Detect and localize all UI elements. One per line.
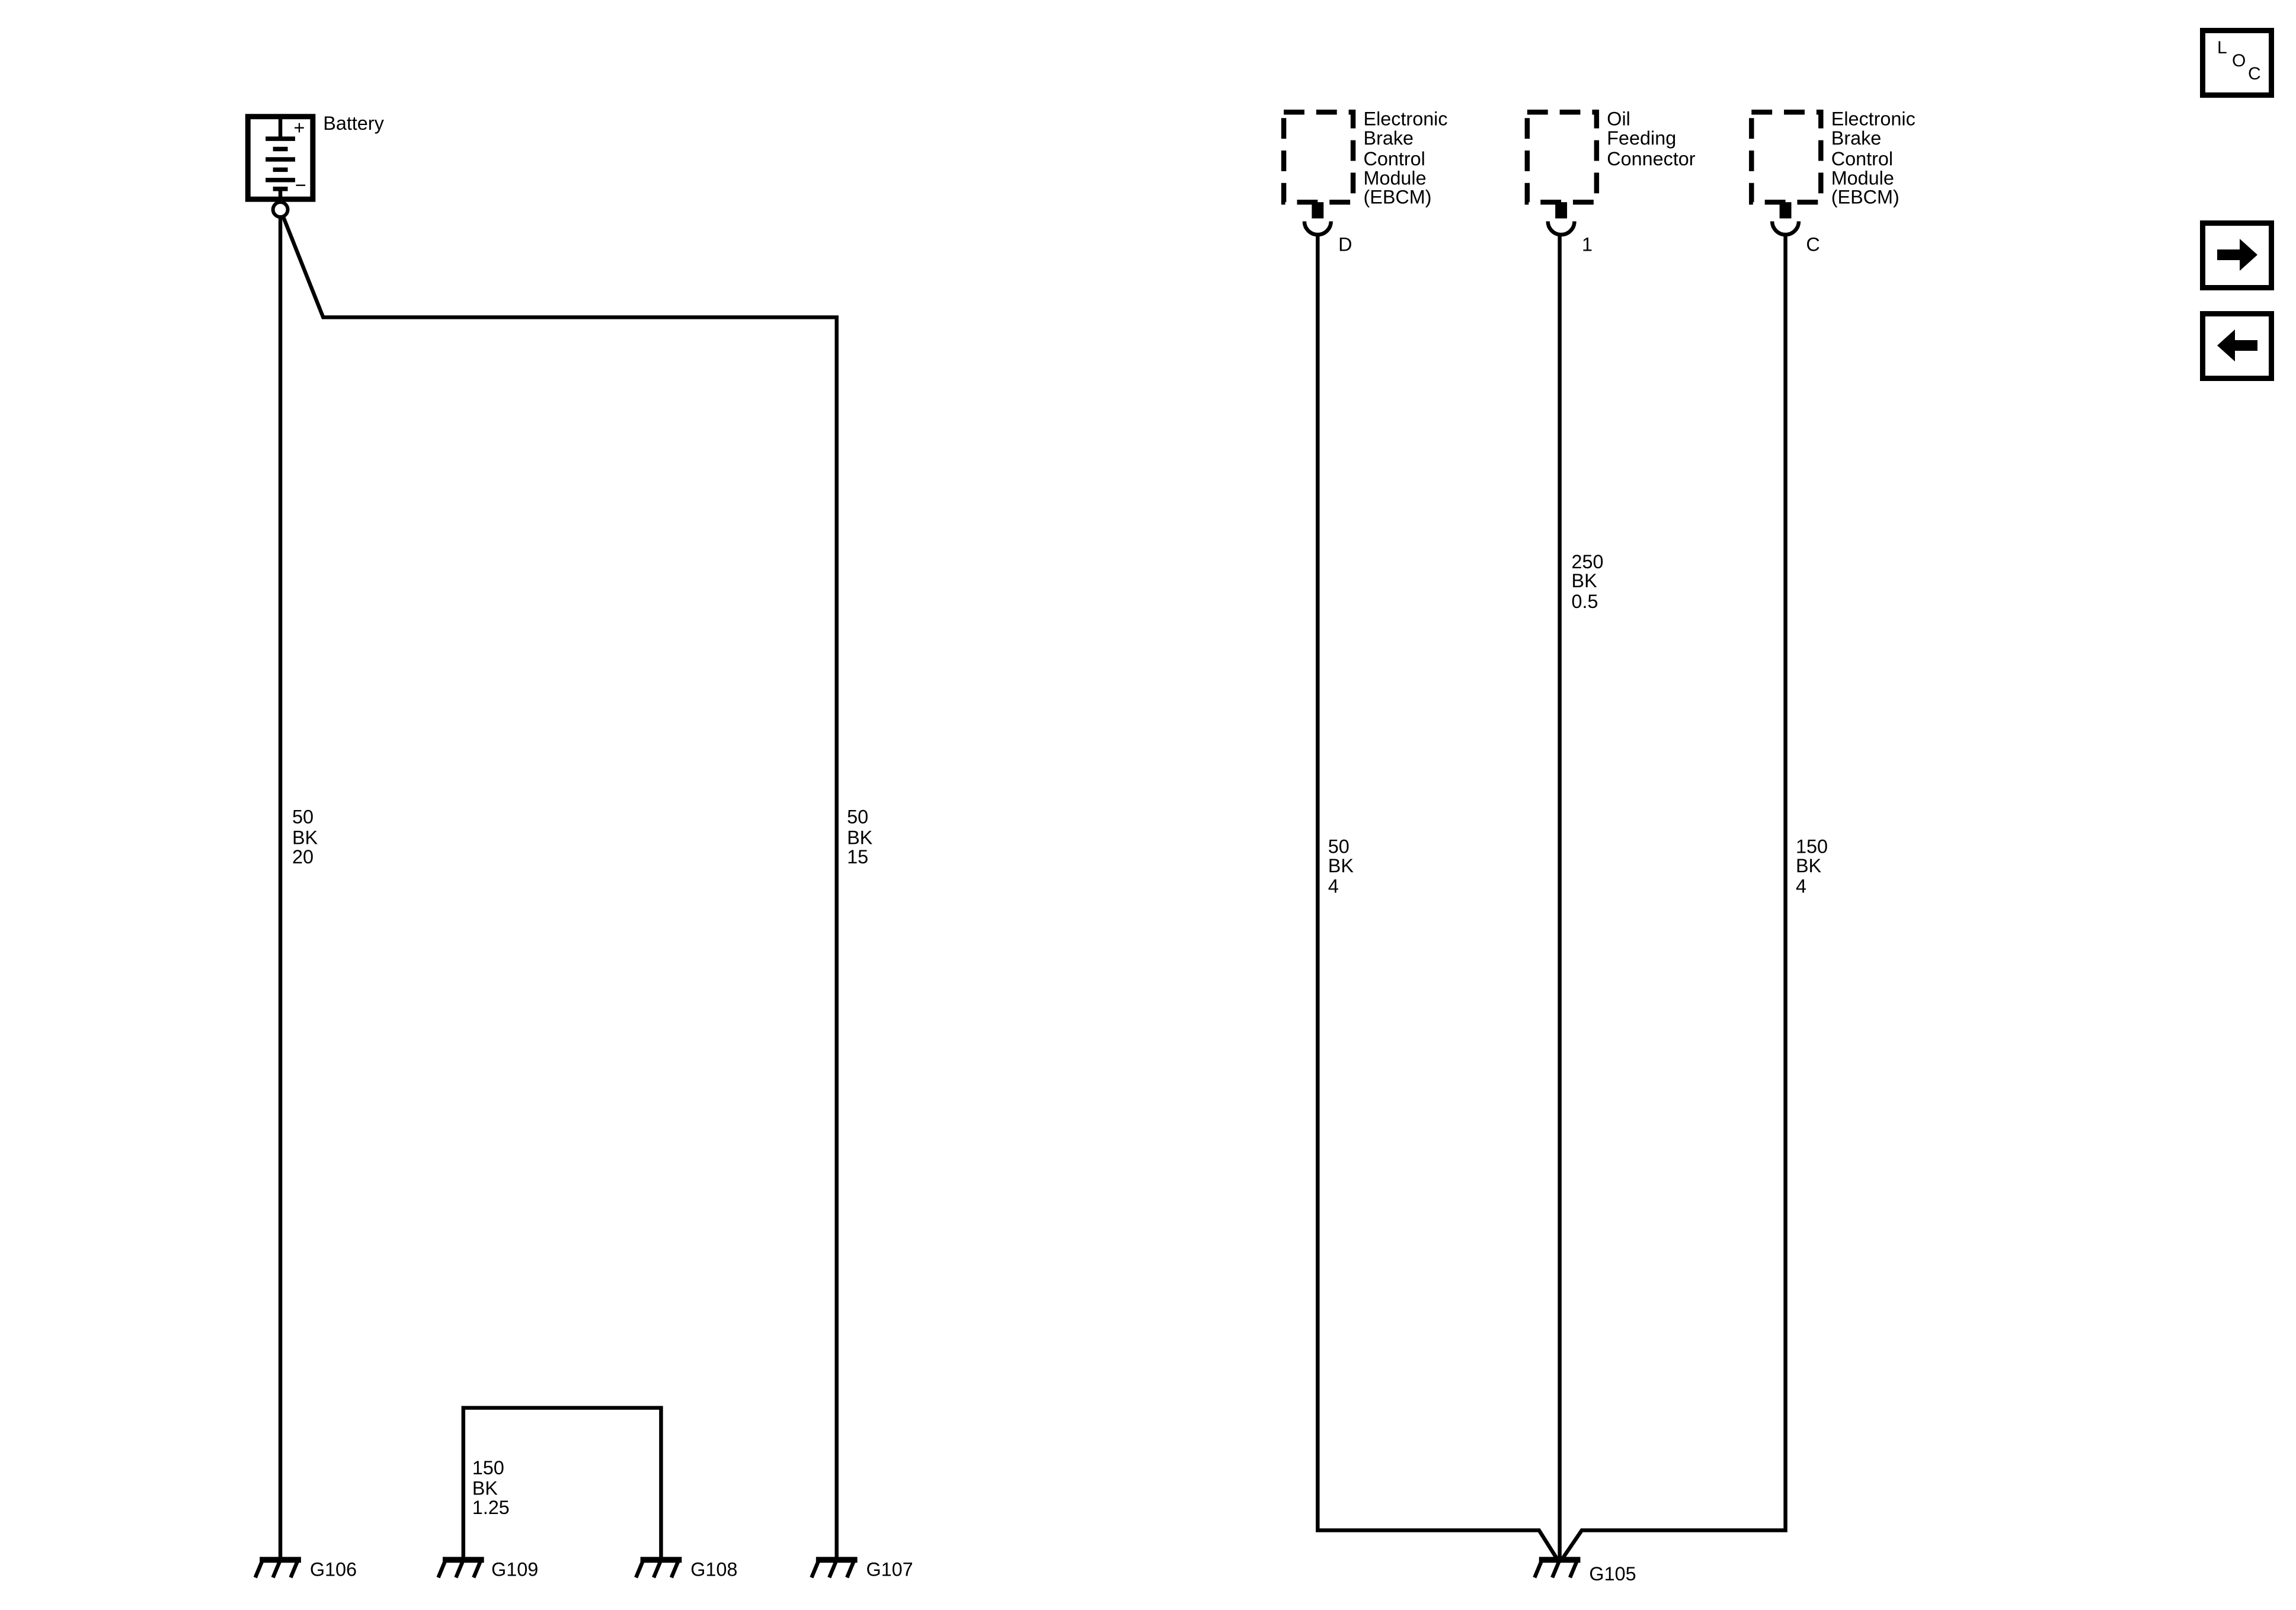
ground-label: G106	[310, 1559, 357, 1580]
wire-label-6: 150 BK 4	[1796, 836, 1828, 897]
svg-text:15: 15	[847, 846, 868, 868]
svg-text:BK: BK	[472, 1478, 498, 1499]
battery-symbol: + −	[245, 114, 316, 219]
back-button[interactable]	[2200, 311, 2274, 381]
wire-ebcm-d	[1316, 233, 1559, 1560]
svg-text:150: 150	[472, 1457, 504, 1478]
arrow-left-icon	[2217, 329, 2257, 361]
component-ebcm-d	[1281, 110, 1356, 237]
svg-text:50: 50	[292, 806, 314, 828]
ground-g105-icon	[1533, 1557, 1581, 1579]
svg-text:Electronic: Electronic	[1831, 108, 1916, 130]
svg-text:Brake: Brake	[1831, 127, 1882, 149]
svg-text:(EBCM): (EBCM)	[1363, 187, 1431, 208]
ground-label: G109	[491, 1559, 538, 1580]
svg-text:BK: BK	[1796, 855, 1822, 876]
loc-letter-c: C	[2248, 64, 2261, 84]
svg-text:4: 4	[1796, 876, 1806, 897]
svg-text:20: 20	[292, 846, 314, 868]
pin-label: D	[1338, 233, 1352, 255]
svg-text:−: −	[295, 175, 306, 196]
svg-text:Control: Control	[1831, 148, 1893, 169]
wire-ebcm-c	[1560, 233, 1787, 1560]
svg-text:(EBCM): (EBCM)	[1831, 187, 1900, 208]
battery-label: Battery	[323, 113, 384, 134]
svg-text:BK: BK	[1328, 855, 1354, 876]
ground-g108-icon	[634, 1557, 682, 1579]
pin-label: C	[1806, 233, 1819, 255]
svg-text:BK: BK	[847, 827, 873, 848]
wire-label-2: 50 BK 15	[847, 806, 873, 868]
svg-text:50: 50	[847, 806, 868, 828]
wire-label-5: 250 BK 0.5	[1572, 551, 1604, 612]
ground-label: G107	[866, 1559, 913, 1580]
svg-text:0.5: 0.5	[1572, 591, 1598, 612]
svg-text:BK: BK	[292, 827, 318, 848]
svg-text:Control: Control	[1363, 148, 1425, 169]
loc-button[interactable]: L O C	[2200, 28, 2274, 98]
svg-text:Module: Module	[1363, 167, 1426, 188]
wire-label-3: 150 BK 1.25	[472, 1457, 510, 1518]
ground-g109-icon	[436, 1557, 484, 1579]
loc-letter-l: L	[2217, 38, 2227, 57]
svg-text:BK: BK	[1572, 570, 1598, 591]
ground-label: G108	[690, 1559, 737, 1580]
svg-text:1.25: 1.25	[472, 1497, 510, 1518]
component-oil-feeding	[1524, 110, 1600, 237]
component-ebcm-c	[1749, 110, 1824, 237]
svg-text:Brake: Brake	[1363, 127, 1414, 149]
wire-label-4: 50 BK 4	[1328, 836, 1354, 897]
svg-text:Module: Module	[1831, 167, 1894, 188]
component-label-ebcm-d: Electronic Brake Control Module (EBCM)	[1363, 108, 1447, 208]
ground-g106-icon	[253, 1557, 301, 1579]
component-label-oil-feeding: Oil Feeding Connector	[1607, 108, 1696, 169]
svg-text:Electronic: Electronic	[1363, 108, 1447, 130]
ground-label: G105	[1589, 1563, 1636, 1585]
component-label-ebcm-c: Electronic Brake Control Module (EBCM)	[1831, 108, 1916, 208]
wire-g109-g108	[461, 1406, 663, 1560]
svg-text:Connector: Connector	[1607, 148, 1696, 169]
svg-text:Oil: Oil	[1607, 108, 1630, 130]
arrow-right-icon	[2217, 239, 2257, 271]
wire-g107	[282, 216, 839, 1560]
svg-text:Feeding: Feeding	[1607, 127, 1676, 149]
svg-text:4: 4	[1328, 876, 1339, 897]
wire-label-1: 50 BK 20	[292, 806, 318, 868]
ground-g107-icon	[810, 1557, 858, 1579]
svg-text:250: 250	[1572, 551, 1604, 572]
svg-text:150: 150	[1796, 836, 1828, 857]
loc-letter-o: O	[2232, 51, 2246, 71]
svg-text:50: 50	[1328, 836, 1350, 857]
forward-button[interactable]	[2200, 220, 2274, 290]
svg-text:+: +	[293, 117, 305, 139]
pin-label: 1	[1582, 233, 1593, 255]
